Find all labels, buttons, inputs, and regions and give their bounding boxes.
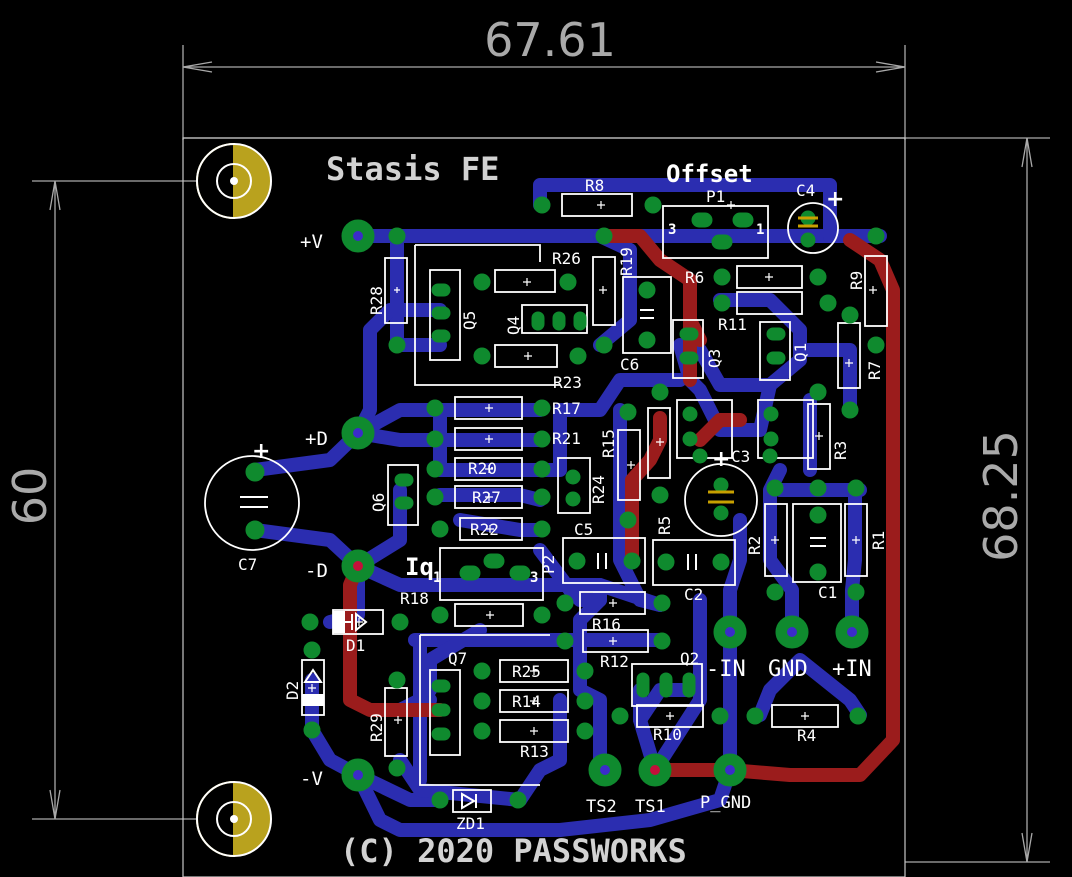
refdes-p2: P2 — [539, 555, 558, 574]
refdes-zd1: ZD1 — [456, 814, 485, 833]
refdes-c2: C2 — [684, 585, 703, 604]
label-plus-in: +IN — [832, 657, 872, 682]
p1-pin3-mark: 3 — [668, 222, 676, 238]
refdes-c4: C4 — [796, 181, 815, 200]
refdes-r26: R26 — [552, 249, 581, 268]
offset-label: Offset — [666, 160, 753, 188]
p2-pin1-mark: 1 — [433, 570, 441, 586]
refdes-r18: R18 — [400, 589, 429, 608]
drill-holes — [353, 231, 857, 780]
dimension-height-inner-label: 60 — [3, 467, 57, 526]
refdes-r24: R24 — [589, 475, 608, 504]
refdes-r2: R2 — [745, 536, 764, 555]
capacitor-pads — [245, 210, 827, 581]
refdes-r6: R6 — [685, 268, 704, 287]
mounting-hole-top — [196, 142, 272, 220]
label-plus-v: +V — [300, 231, 323, 253]
refdes-c1: C1 — [818, 583, 837, 602]
refdes-r8: R8 — [585, 176, 604, 195]
p2-pin3-mark: 3 — [530, 570, 538, 586]
board-outline — [182, 137, 906, 877]
refdes-r3: R3 — [831, 441, 850, 460]
refdes-q5: Q5 — [460, 311, 479, 330]
refdes-r17: R17 — [552, 399, 581, 418]
cap-symbols — [240, 309, 826, 570]
refdes-c5: C5 — [574, 520, 593, 539]
refdes-r15: R15 — [599, 429, 618, 458]
dimension-height-outer-label: 68.25 — [974, 430, 1028, 562]
refdes-r13: R13 — [520, 742, 549, 761]
board-title: Stasis FE — [326, 150, 499, 188]
diode-symbols — [302, 611, 477, 810]
label-ts2: TS2 — [586, 797, 617, 817]
refdes-q3: Q3 — [705, 349, 724, 368]
connector-pads — [341, 219, 869, 792]
reference-designators: R8 P1 C4 R28 R26 R19 R6 R9 Q5 Q4 R11 C6 … — [238, 176, 888, 833]
label-minus-in: -IN — [706, 657, 746, 682]
component-silkscreen — [204, 193, 888, 813]
refdes-q7: Q7 — [448, 649, 467, 668]
resistor-pads — [301, 196, 885, 809]
refdes-r20: R20 — [468, 459, 497, 478]
refdes-c7: C7 — [238, 555, 257, 574]
refdes-q2: Q2 — [680, 649, 699, 668]
refdes-r4: R4 — [797, 726, 816, 745]
trimmer-pads — [459, 212, 754, 581]
refdes-r5: R5 — [655, 516, 674, 535]
mounting-hole-bottom — [196, 780, 272, 858]
refdes-q1: Q1 — [791, 343, 810, 362]
refdes-r14: R14 — [512, 692, 541, 711]
refdes-r19: R19 — [617, 247, 636, 276]
label-plus-d: +D — [305, 428, 328, 450]
connector-labels: +V +D -D -V -IN GND +IN TS2 TS1 P_GND — [300, 231, 872, 817]
refdes-r21: R21 — [552, 429, 581, 448]
refdes-q4: Q4 — [504, 316, 523, 335]
label-minus-v: -V — [300, 768, 323, 790]
refdes-c6: C6 — [620, 355, 639, 374]
refdes-r16: R16 — [592, 615, 621, 634]
svg-text:+: + — [712, 447, 730, 472]
refdes-r25: R25 — [512, 662, 541, 681]
refdes-r27: R27 — [472, 488, 501, 507]
iq-label: Iq — [405, 553, 434, 581]
dimension-width-label: 67.61 — [484, 13, 616, 67]
polarity-marks: + + + — [252, 187, 844, 472]
refdes-r7: R7 — [865, 361, 884, 380]
label-minus-d: -D — [305, 560, 328, 582]
label-gnd: GND — [768, 657, 808, 682]
refdes-c3: C3 — [731, 447, 750, 466]
refdes-p1: P1 — [706, 187, 725, 206]
svg-text:+: + — [252, 439, 270, 464]
copyright-text: (C) 2020 PASSWORKS — [340, 832, 687, 870]
refdes-d2: D2 — [283, 681, 302, 700]
refdes-r10: R10 — [653, 725, 682, 744]
via-crosses — [308, 201, 877, 735]
electrolytic-cap-symbols — [708, 216, 818, 504]
drill-holes-top — [353, 561, 660, 775]
svg-text:+: + — [826, 187, 844, 212]
label-p-gnd: P_GND — [700, 793, 751, 813]
transistor-pads — [394, 283, 786, 741]
pads — [245, 196, 885, 809]
refdes-r22: R22 — [470, 520, 499, 539]
refdes-r1: R1 — [869, 531, 888, 550]
refdes-r28: R28 — [367, 286, 386, 315]
refdes-q6: Q6 — [369, 493, 388, 512]
refdes-d1: D1 — [346, 636, 365, 655]
refdes-r9: R9 — [847, 271, 866, 290]
refdes-r11: R11 — [718, 315, 747, 334]
refdes-r23: R23 — [553, 373, 582, 392]
label-ts1: TS1 — [635, 797, 666, 817]
p1-pin1-mark: 1 — [756, 222, 764, 238]
refdes-r29: R29 — [367, 713, 386, 742]
refdes-r12: R12 — [600, 652, 629, 671]
